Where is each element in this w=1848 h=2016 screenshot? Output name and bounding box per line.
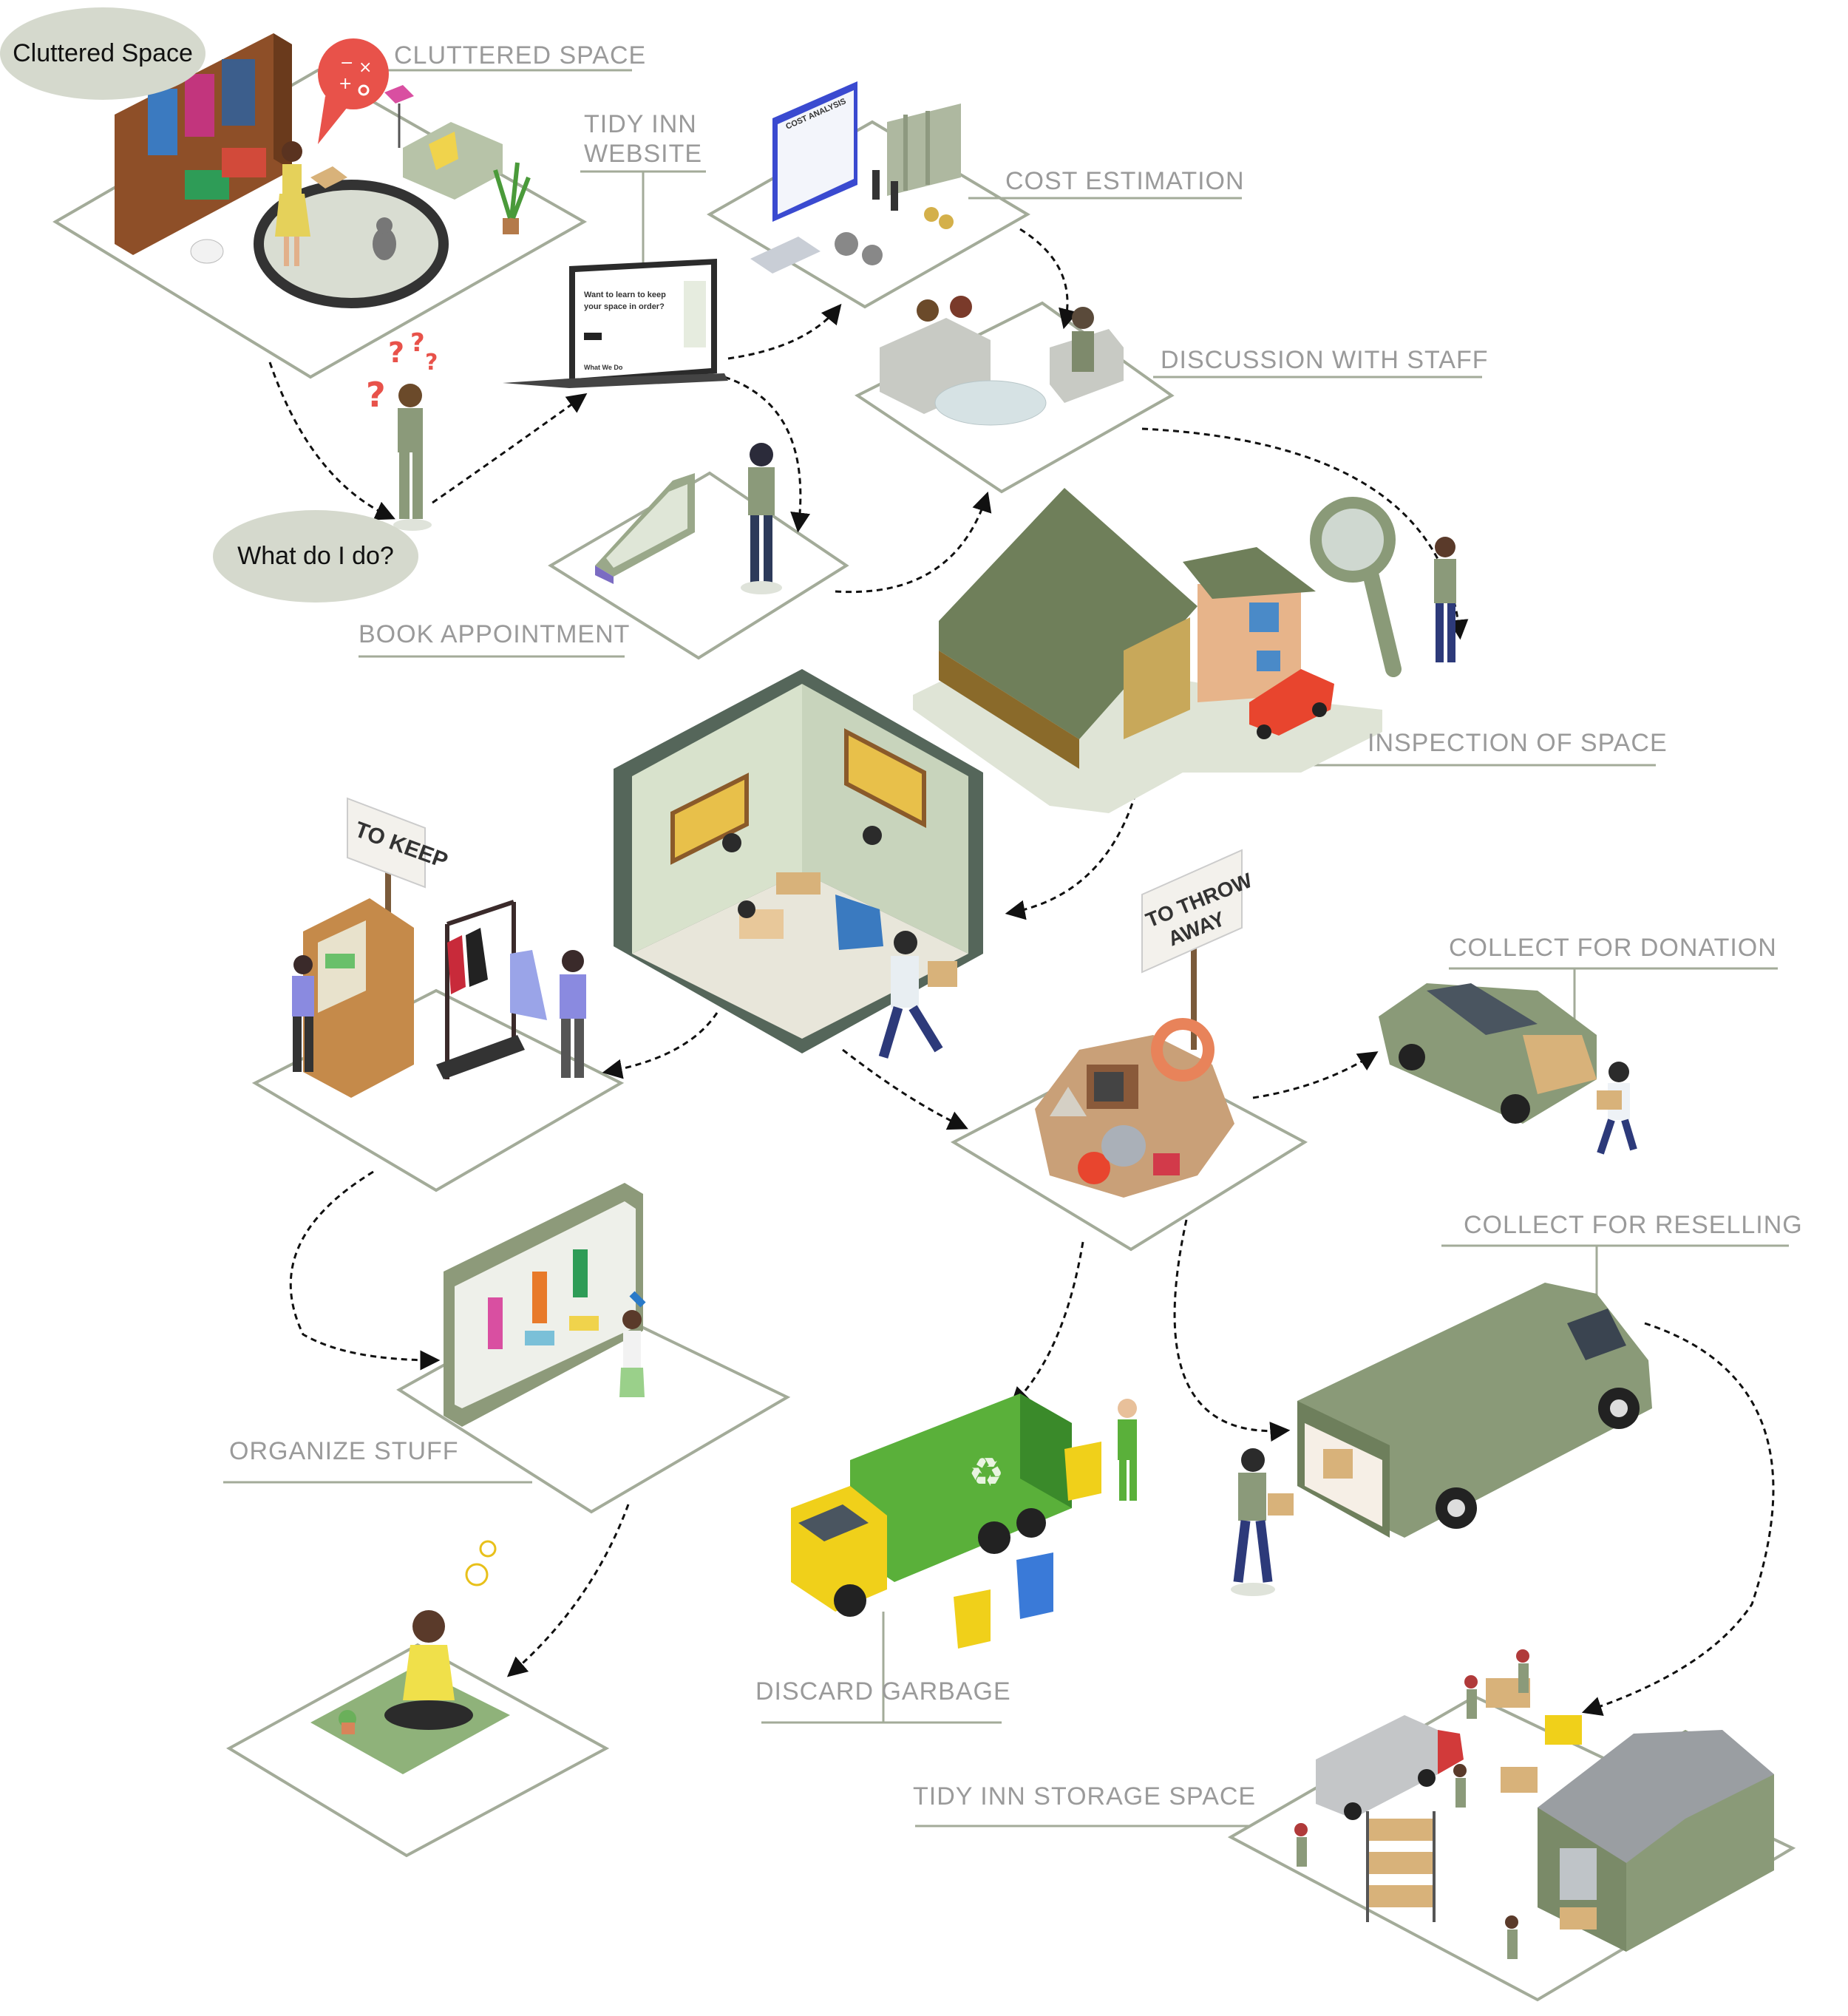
label-website-line1: TIDY INN <box>584 110 697 138</box>
arrow-reselling-to-storage <box>1581 1322 1775 1716</box>
platform-cost <box>707 120 1030 309</box>
arrow-inspection-to-room <box>1005 783 1140 920</box>
arrow-throw-to-reselling <box>1173 1219 1291 1442</box>
to-keep-illustration: TO KEEP <box>292 797 586 1098</box>
arrow-question-to-website <box>432 393 588 504</box>
storage-warehouse-illustration <box>1294 1649 1774 1959</box>
arrow-organize-to-relax <box>506 1504 630 1677</box>
arrow-website-to-book <box>724 376 810 533</box>
label-storage: TIDY INN STORAGE SPACE <box>913 1782 1257 1810</box>
label-discard: DISCARD GARBAGE <box>755 1677 1011 1706</box>
svg-text:?: ? <box>388 336 404 369</box>
throw-away-illustration: TO THROW AWAY <box>1035 849 1256 1198</box>
what-do-i-do-bubble: What do I do? <box>213 510 418 603</box>
reselling-van-illustration <box>1231 1283 1652 1596</box>
label-donation: COLLECT FOR DONATION <box>1449 934 1777 962</box>
laptop-footer-text: What We Do <box>584 364 623 371</box>
svg-text:?: ? <box>366 375 386 415</box>
arrow-throw-to-donation <box>1252 1051 1379 1099</box>
label-discussion: DISCUSSION WITH STAFF <box>1161 346 1489 374</box>
label-cost-estimation: COST ESTIMATION <box>1005 167 1245 195</box>
arrow-cost-to-discussion <box>1019 228 1078 330</box>
label-inspection: INSPECTION OF SPACE <box>1368 729 1668 757</box>
svg-text:?: ? <box>410 328 425 358</box>
arrow-room-to-throw <box>842 1048 968 1130</box>
donation-car-illustration <box>1379 983 1637 1155</box>
meditation-illustration <box>310 1540 510 1774</box>
inspection-house-illustration <box>913 488 1456 813</box>
confused-woman-illustration: ? ? ? ? <box>366 328 438 531</box>
svg-text:?: ? <box>425 350 438 376</box>
cost-estimation-illustration: COST ANALYSIS <box>750 81 961 274</box>
arrow-website-to-cost <box>727 303 842 360</box>
laptop-illustration: Want to learn to keep your space in orde… <box>503 259 728 388</box>
laptop-headline-1: Want to learn to keep <box>584 291 666 299</box>
arrow-keep-to-organize <box>289 1170 441 1371</box>
platform-relax <box>225 1643 610 1858</box>
garbage-truck-illustration: ♻ <box>791 1394 1137 1649</box>
arrow-throw-to-discard <box>1010 1241 1084 1408</box>
arrow-book-to-discussion <box>835 491 992 594</box>
svg-text:+: + <box>339 75 352 93</box>
cluttered-space-bubble: Cluttered Space <box>0 7 205 100</box>
label-organize: ORGANIZE STUFF <box>229 1437 459 1465</box>
organize-wardrobe-illustration <box>444 1183 646 1427</box>
book-appointment-illustration <box>595 443 782 594</box>
laptop-headline-2: your space in order? <box>584 302 665 311</box>
speech-bubble-icon: − × + <box>318 38 389 144</box>
label-connectors <box>223 69 1789 1827</box>
svg-text:♻: ♻ <box>968 1449 1004 1496</box>
platform-discussion <box>855 301 1175 494</box>
label-reselling: COLLECT FOR RESELLING <box>1464 1211 1803 1239</box>
svg-text:−: − <box>340 54 353 72</box>
label-cluttered-space: CLUTTERED SPACE <box>394 41 647 69</box>
sorting-room-illustration <box>614 669 983 1059</box>
arrow-room-to-keep <box>602 1012 719 1079</box>
label-website-line2: WEBSITE <box>584 140 703 168</box>
cluttered-room-illustration <box>115 33 531 308</box>
label-book-appointment: BOOK APPOINTMENT <box>359 620 631 648</box>
discussion-illustration <box>880 296 1124 426</box>
arrow-cluttered-to-question <box>268 362 395 520</box>
svg-text:×: × <box>359 58 372 77</box>
